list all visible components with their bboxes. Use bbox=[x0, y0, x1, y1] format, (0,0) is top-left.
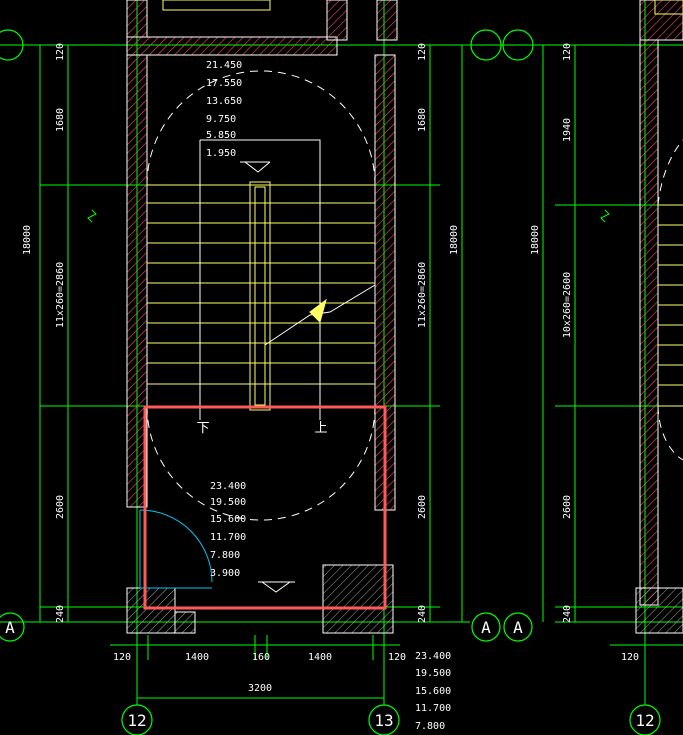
elevation-bottom-1: 23.400 bbox=[415, 651, 451, 662]
bottom-dim-right-1: 120 bbox=[621, 652, 639, 663]
elevation-lower-5: 7.800 bbox=[210, 550, 240, 561]
elevation-upper-6: 1.950 bbox=[206, 148, 236, 159]
highlight-box bbox=[143, 405, 387, 610]
axis-label-a-mid-2: A bbox=[513, 618, 523, 637]
elevation-upper-2: 17.550 bbox=[206, 78, 242, 89]
axis-label-12-right: 12 bbox=[635, 711, 654, 730]
elevation-upper-4: 9.750 bbox=[206, 114, 236, 125]
elevation-upper-1: 21.450 bbox=[206, 60, 242, 71]
elevation-lower-4: 11.700 bbox=[210, 532, 246, 543]
center-dim-top: 120 bbox=[417, 43, 428, 61]
walls bbox=[126, 0, 683, 606]
left-dim-middle: 11x260=2860 bbox=[55, 262, 66, 328]
center-dim-total: 18000 bbox=[449, 225, 460, 255]
left-dim-top: 120 bbox=[55, 43, 66, 61]
top-window bbox=[162, 0, 271, 11]
columns bbox=[126, 564, 683, 634]
elevation-bottom-2: 19.500 bbox=[415, 668, 451, 679]
right-dim-middle: 10x260=2600 bbox=[562, 272, 573, 338]
right-dim-top: 120 bbox=[562, 43, 573, 61]
axis-label-a-left: A bbox=[5, 618, 15, 637]
elevation-lower-3: 15.600 bbox=[210, 514, 246, 525]
center-dim-middle: 11x260=2860 bbox=[417, 262, 428, 328]
elevation-upper-5: 5.850 bbox=[206, 130, 236, 141]
left-dim-bottom: 240 bbox=[55, 605, 66, 623]
bottom-dim-2: 1400 bbox=[185, 652, 209, 663]
axis-bubbles bbox=[0, 29, 661, 735]
elevation-lower-2: 19.500 bbox=[210, 497, 246, 508]
right-dim-total: 18000 bbox=[530, 225, 541, 255]
bottom-dim-1: 120 bbox=[113, 652, 131, 663]
bottom-dim-3: 160 bbox=[252, 652, 270, 663]
left-dim-lower: 2600 bbox=[55, 495, 66, 519]
bottom-dim-total: 3200 bbox=[248, 683, 272, 694]
stair-treads bbox=[147, 181, 683, 411]
dashed-arcs bbox=[146, 70, 683, 521]
elevation-upper-3: 13.650 bbox=[206, 96, 242, 107]
elevation-lower-6: 3.900 bbox=[210, 568, 240, 579]
bottom-dim-5: 120 bbox=[388, 652, 406, 663]
center-dim-upper: 1680 bbox=[417, 108, 428, 132]
axis-label-12: 12 bbox=[127, 711, 146, 730]
stair-label-down: 下 bbox=[196, 421, 209, 436]
elevation-bottom-3: 15.600 bbox=[415, 686, 451, 697]
elevation-bottom-4: 11.700 bbox=[415, 703, 451, 714]
elevation-lower-1: 23.400 bbox=[210, 481, 246, 492]
door-swing bbox=[139, 509, 213, 589]
axis-label-13: 13 bbox=[374, 711, 393, 730]
bottom-dim-4: 1400 bbox=[308, 652, 332, 663]
left-dim-total: 18000 bbox=[22, 225, 33, 255]
right-dim-upper: 1940 bbox=[562, 118, 573, 142]
left-dim-upper: 1680 bbox=[55, 108, 66, 132]
axis-label-a-mid-1: A bbox=[481, 618, 491, 637]
right-dim-bottom: 240 bbox=[562, 605, 573, 623]
stair-label-up: 上 bbox=[314, 421, 327, 436]
stair-direction-lines bbox=[199, 139, 376, 593]
right-dim-lower: 2600 bbox=[562, 495, 573, 519]
elevation-bottom-5: 7.800 bbox=[415, 721, 445, 732]
center-dim-bottom: 240 bbox=[417, 605, 428, 623]
center-dim-lower: 2600 bbox=[417, 495, 428, 519]
